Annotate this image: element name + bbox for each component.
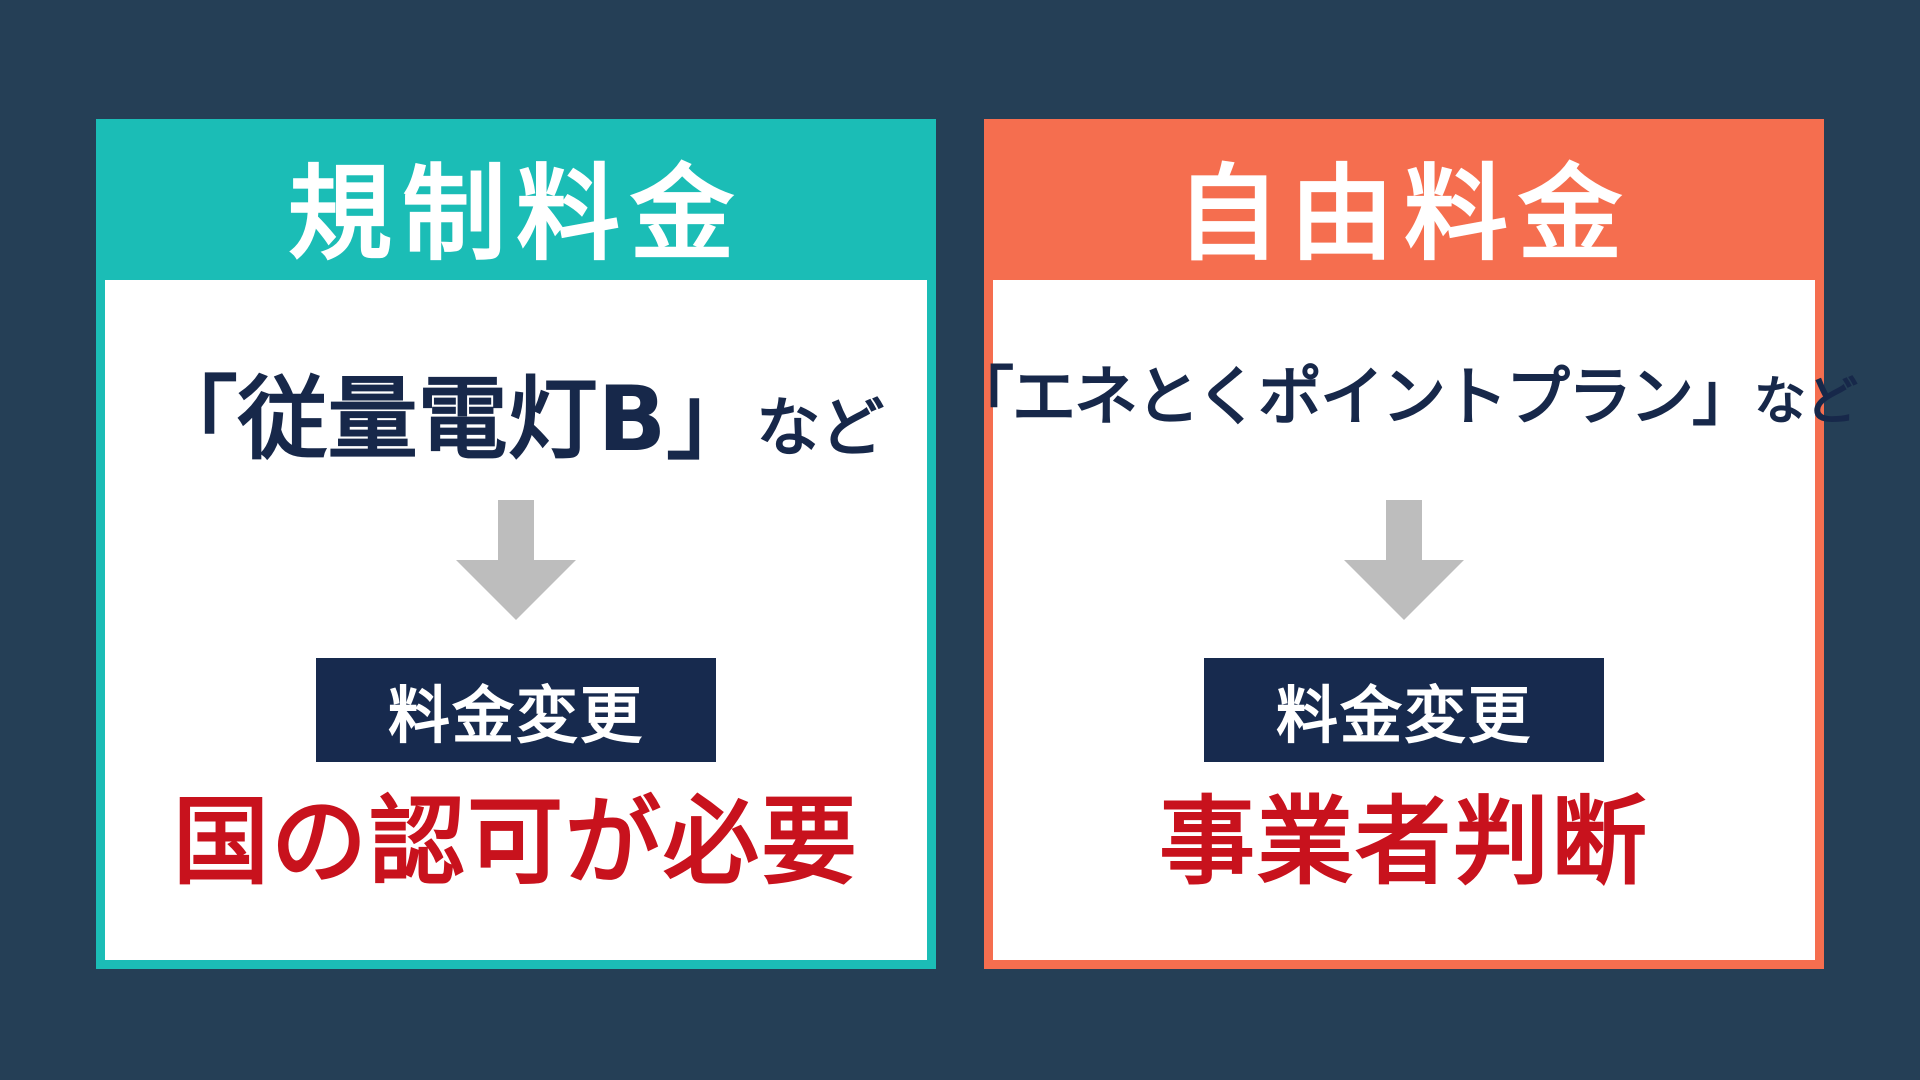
free-rate-result: 事業者判断 <box>1159 785 1649 898</box>
down-arrow-icon <box>456 500 576 620</box>
regulated-plan-example: 「従量電灯B」 など <box>105 346 927 472</box>
regulated-plan-suffix: など <box>756 392 885 466</box>
free-plan-example: 「エネとくポイントプラン」 など <box>950 346 1858 466</box>
free-plan-suffix: など <box>1754 372 1859 432</box>
regulated-rate-header: 規制料金 <box>105 128 927 280</box>
down-arrow-icon <box>1344 500 1464 620</box>
free-plan-name: 「エネとくポイントプラン」 <box>949 361 1756 435</box>
regulated-rate-result: 国の認可が必要 <box>173 785 859 898</box>
regulated-rate-change-badge: 料金変更 <box>316 658 716 762</box>
free-rate-header: 自由料金 <box>993 128 1815 280</box>
regulated-plan-name: 「従量電灯B」 <box>147 367 757 472</box>
regulated-rate-panel: 規制料金 「従量電灯B」 など 料金変更 国の認可が必要 <box>96 119 936 969</box>
free-rate-panel: 自由料金 「エネとくポイントプラン」 など 料金変更 事業者判断 <box>950 119 1858 969</box>
free-rate-change-badge: 料金変更 <box>1204 658 1604 762</box>
